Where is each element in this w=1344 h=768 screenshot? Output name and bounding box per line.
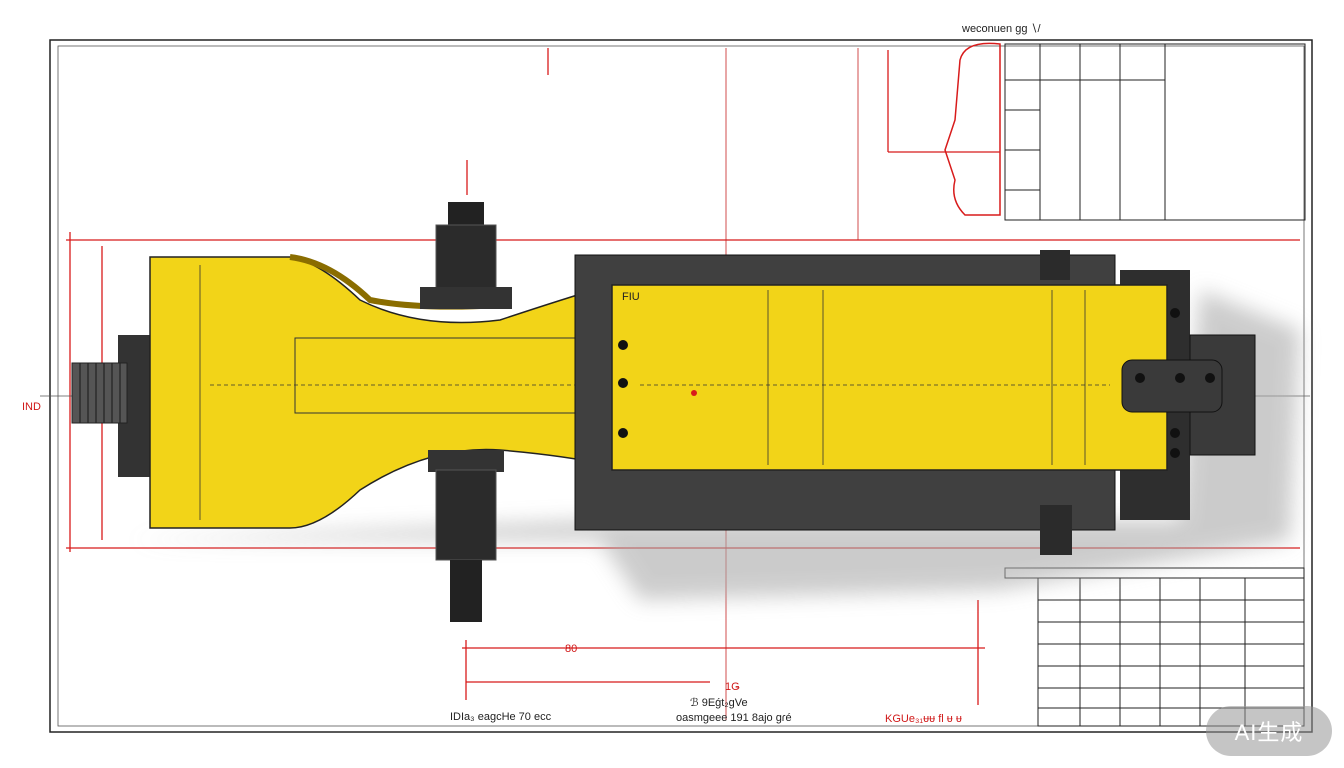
center-marker — [691, 390, 697, 396]
body-lines — [199, 265, 1110, 520]
clamp — [1121, 359, 1223, 413]
left-side-label: IND — [22, 401, 41, 413]
threaded-nose — [71, 335, 153, 477]
part-tag: FIU — [622, 291, 640, 303]
bottom-right-caption: KGUe₃₁ᵾᵾ fl ᵾ ᵾ — [885, 713, 962, 725]
yellow-left-body — [149, 256, 611, 529]
ai-generated-watermark: AI生成 — [1206, 706, 1332, 756]
bolt-holes — [618, 308, 1215, 458]
bottom-center-caption-1: ℬ 9Eǵt₂gVe — [690, 697, 748, 709]
bottom-nut — [1040, 505, 1072, 555]
bottom-left-caption: IDIa₃ eagcHe 70 ecc — [450, 711, 552, 723]
dimension-label-b: 1Ǥ — [725, 681, 740, 693]
bottom-fitting — [428, 450, 504, 622]
top-nut — [1040, 250, 1070, 280]
inner-frame — [57, 45, 1305, 727]
dimension-top-value: 80 — [565, 643, 577, 655]
top-fitting — [420, 202, 512, 309]
bottom-right-title-block — [1004, 567, 1305, 727]
top-right-title-block — [944, 42, 1306, 221]
drawing-frame — [49, 39, 1313, 733]
yellow-right-body — [611, 284, 1168, 471]
drawing-title-label: weconuen gg ∖/ — [961, 23, 1042, 35]
bottom-center-caption-2: oasmgeee 191 8ajo ɡɾé — [676, 712, 792, 724]
